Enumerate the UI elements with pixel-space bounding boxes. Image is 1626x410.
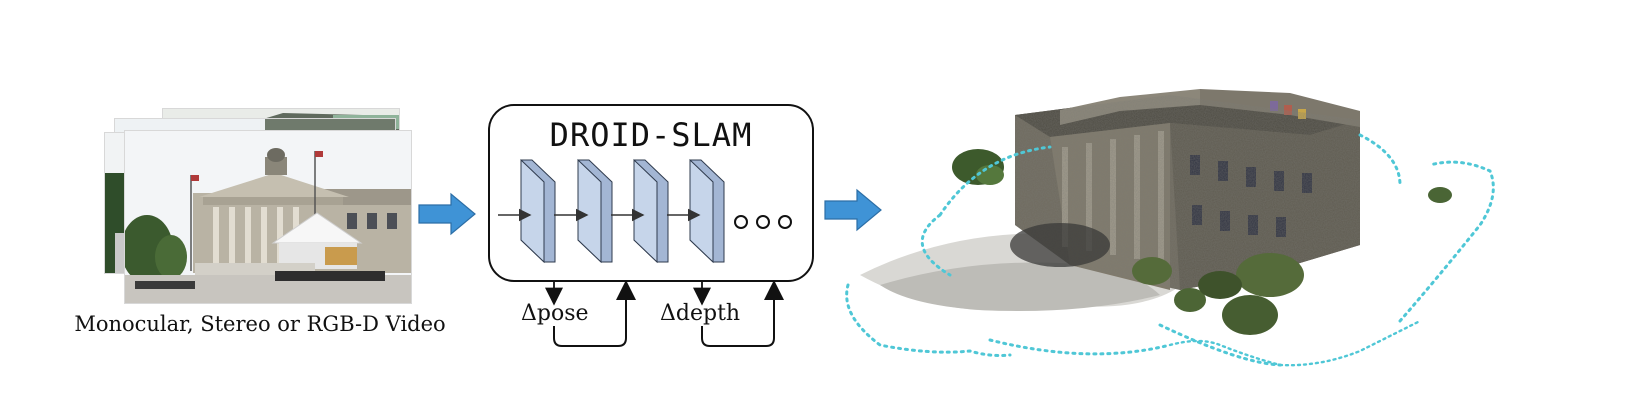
pose-update-label: Δpose [521, 301, 589, 326]
point-cloud-reconstruction [845, 89, 1495, 367]
update-block-3 [633, 158, 669, 264]
network-title: DROID-SLAM [549, 116, 753, 154]
ellipsis-dot-2 [756, 215, 770, 229]
ellipsis-dot-3 [778, 215, 792, 229]
pose-feedback-path [553, 280, 636, 347]
input-video-frames [100, 108, 415, 308]
arrow-network-to-output [824, 188, 882, 232]
camera-trajectory [845, 133, 1495, 367]
courthouse-photo [125, 131, 411, 303]
update-block-2 [577, 158, 613, 264]
input-caption: Monocular, Stereo or RGB-D Video [74, 312, 446, 336]
video-frame-front [124, 130, 412, 304]
ellipsis-dot-1 [734, 215, 748, 229]
depth-update-label: Δdepth [660, 301, 741, 326]
update-block-4 [689, 158, 725, 264]
update-block-1 [520, 158, 556, 264]
depth-feedback-path [701, 280, 784, 347]
arrow-input-to-network [418, 192, 476, 236]
reconstructed-building [1015, 89, 1360, 290]
